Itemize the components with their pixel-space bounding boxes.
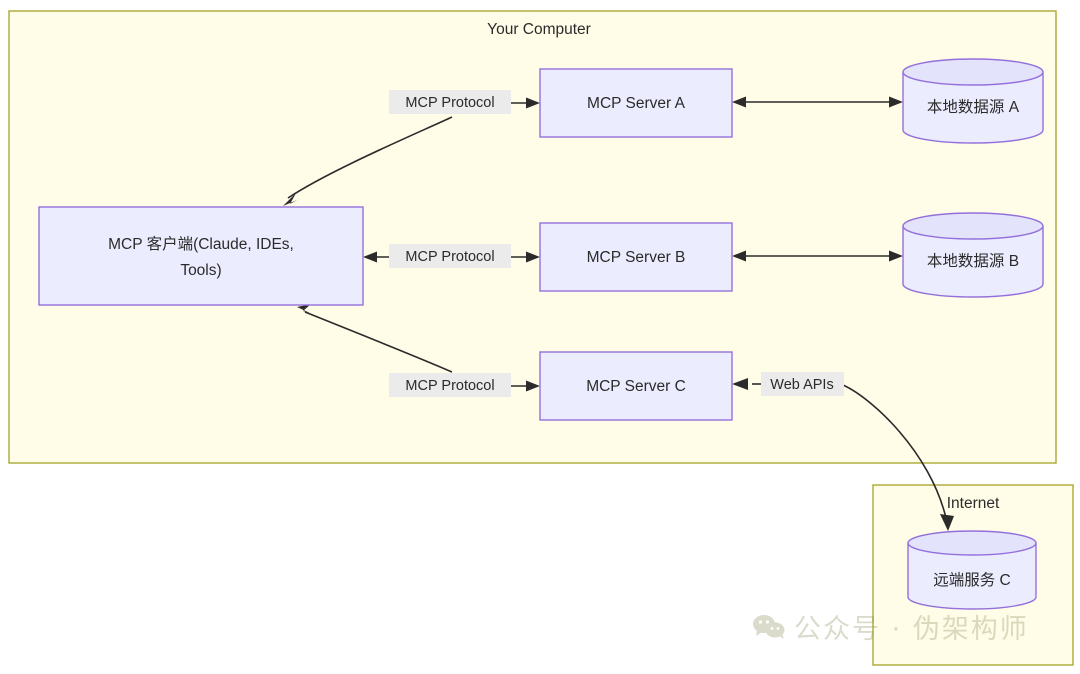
internet-boundary (872, 484, 1074, 666)
edge-label-mcp-protocol-c-text: MCP Protocol (405, 378, 494, 394)
edge-datasource-b-right-arrowhead (889, 250, 903, 262)
edge-client-server-c (297, 304, 540, 392)
edge-client-server-b-right-arrowhead (526, 251, 540, 263)
edge-label-mcp-protocol-c: MCP Protocol (389, 373, 511, 397)
edge-label-web-apis: Web APIs (761, 372, 844, 396)
edge-label-mcp-protocol-c-bg (389, 373, 511, 397)
edge-label-mcp-protocol-a-text: MCP Protocol (405, 95, 494, 111)
edge-client-server-a (283, 97, 540, 206)
edge-label-mcp-protocol-b-bg (389, 244, 511, 268)
edge-server-c-web-apis (732, 378, 954, 531)
node-mcp-server-a[interactable]: MCP Server A (539, 68, 733, 138)
edge-client-server-a-stub-arrowhead (526, 97, 540, 109)
local-datasource-b-body[interactable] (902, 225, 1044, 298)
edge-client-server-b-left-arrowhead (363, 251, 377, 263)
edge-remote-service-arrowhead (940, 514, 954, 531)
node-local-datasource-b[interactable]: 本地数据源 B (902, 212, 1044, 298)
node-mcp-client[interactable]: MCP 客户端(Claude, IDEs, Tools) (38, 206, 364, 306)
remote-service-c-label: 远端服务 C (933, 571, 1011, 589)
edge-label-mcp-protocol-b-text: MCP Protocol (405, 249, 494, 265)
edge-server-b-datasource-b (732, 250, 903, 262)
edge-server-a-datasource-a (732, 96, 903, 108)
node-remote-service-c[interactable]: 远端服务 C (907, 530, 1037, 610)
mcp-client-label-line2: Tools) (180, 262, 221, 279)
mcp-server-a-label: MCP Server A (587, 95, 686, 112)
local-datasource-b-top (902, 212, 1044, 240)
edge-label-mcp-protocol-a-bg (389, 90, 511, 114)
edge-datasource-a-right-arrowhead (889, 96, 903, 108)
local-datasource-a-top (902, 58, 1044, 86)
node-mcp-server-b[interactable]: MCP Server B (539, 222, 733, 292)
mcp-client-box[interactable] (38, 206, 364, 306)
edge-label-web-apis-text: Web APIs (770, 377, 833, 393)
local-datasource-a-label: 本地数据源 A (927, 98, 1020, 116)
edge-server-a-left-arrowhead (732, 96, 746, 108)
edge-client-server-c-curve (304, 311, 453, 373)
edge-label-mcp-protocol-a: MCP Protocol (389, 90, 511, 114)
edge-label-web-apis-bg (761, 372, 844, 396)
edge-client-server-a-curve (287, 116, 453, 199)
your-computer-label: Your Computer (487, 21, 591, 38)
node-mcp-server-c[interactable]: MCP Server C (539, 351, 733, 421)
edge-label-mcp-protocol-b: MCP Protocol (389, 244, 511, 268)
edge-web-apis-arrowhead (732, 378, 748, 390)
local-datasource-b-label: 本地数据源 B (927, 252, 1019, 270)
remote-service-c-body[interactable] (907, 542, 1037, 610)
mcp-server-c-box[interactable] (539, 351, 733, 421)
node-local-datasource-a[interactable]: 本地数据源 A (902, 58, 1044, 144)
container-internet: Internet (872, 484, 1074, 666)
mcp-server-b-label: MCP Server B (587, 249, 686, 266)
edge-client-server-c-stub-arrowhead (526, 380, 540, 392)
mcp-server-b-box[interactable] (539, 222, 733, 292)
edge-client-server-a-arrowhead (283, 193, 297, 206)
edge-client-server-c-arrowhead (297, 304, 311, 313)
mcp-server-c-label: MCP Server C (586, 378, 686, 395)
local-datasource-a-body[interactable] (902, 71, 1044, 144)
mcp-client-label-line1: MCP 客户端(Claude, IDEs, (108, 235, 294, 253)
edge-server-b-left-arrowhead (732, 250, 746, 262)
mcp-server-a-box[interactable] (539, 68, 733, 138)
internet-label: Internet (947, 495, 1000, 512)
remote-service-c-top (907, 530, 1037, 556)
edge-web-apis-curve (842, 384, 947, 519)
